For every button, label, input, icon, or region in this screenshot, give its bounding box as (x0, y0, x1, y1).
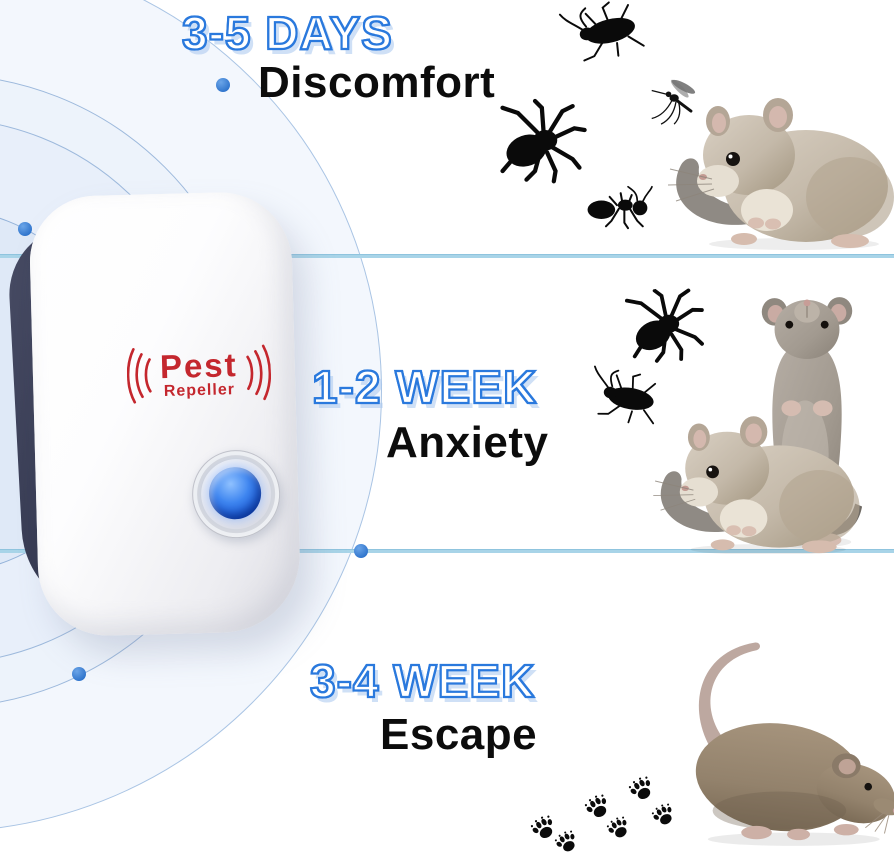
wave-dot-1 (216, 78, 230, 92)
pest-repeller-device: Pest Repeller (5, 190, 302, 638)
wave-dot-2 (18, 222, 32, 236)
stage-2-effect: Anxiety (386, 418, 549, 467)
led-lens (208, 466, 262, 520)
logo-text-pest: Pest (159, 346, 239, 386)
stage-1-duration: 3-5 DAYS (181, 6, 393, 60)
wave-dot-4 (72, 667, 86, 681)
stage-3-effect: Escape (380, 710, 538, 759)
power-led-button (190, 449, 282, 540)
stage-1-effect: Discomfort (258, 58, 496, 107)
section-divider-line-2 (0, 550, 894, 553)
device-front-panel: Pest Repeller (28, 190, 302, 638)
sound-wave-right-icon (240, 342, 272, 403)
stage-3-duration: 3-4 WEEK (309, 654, 536, 708)
section-divider-line-1 (0, 255, 894, 258)
mouse-sitting-image-1 (654, 88, 894, 250)
paw-print-icon (648, 800, 681, 833)
spider-icon (494, 96, 588, 188)
sound-wave-left-icon (126, 345, 158, 406)
stage-2-duration: 1-2 WEEK (311, 360, 538, 414)
logo-text-repeller: Repeller (163, 381, 236, 401)
paw-print-icon (624, 772, 660, 808)
cockroach-icon (557, 0, 660, 76)
pest-repeller-logo: Pest Repeller (116, 337, 282, 411)
rat-walking-image (684, 628, 894, 850)
spider-icon-2 (611, 282, 719, 371)
ant-icon (578, 184, 656, 230)
logo-text: Pest Repeller (159, 346, 239, 401)
mouse-sitting-image-2 (636, 408, 864, 554)
wave-dot-3 (354, 544, 368, 558)
